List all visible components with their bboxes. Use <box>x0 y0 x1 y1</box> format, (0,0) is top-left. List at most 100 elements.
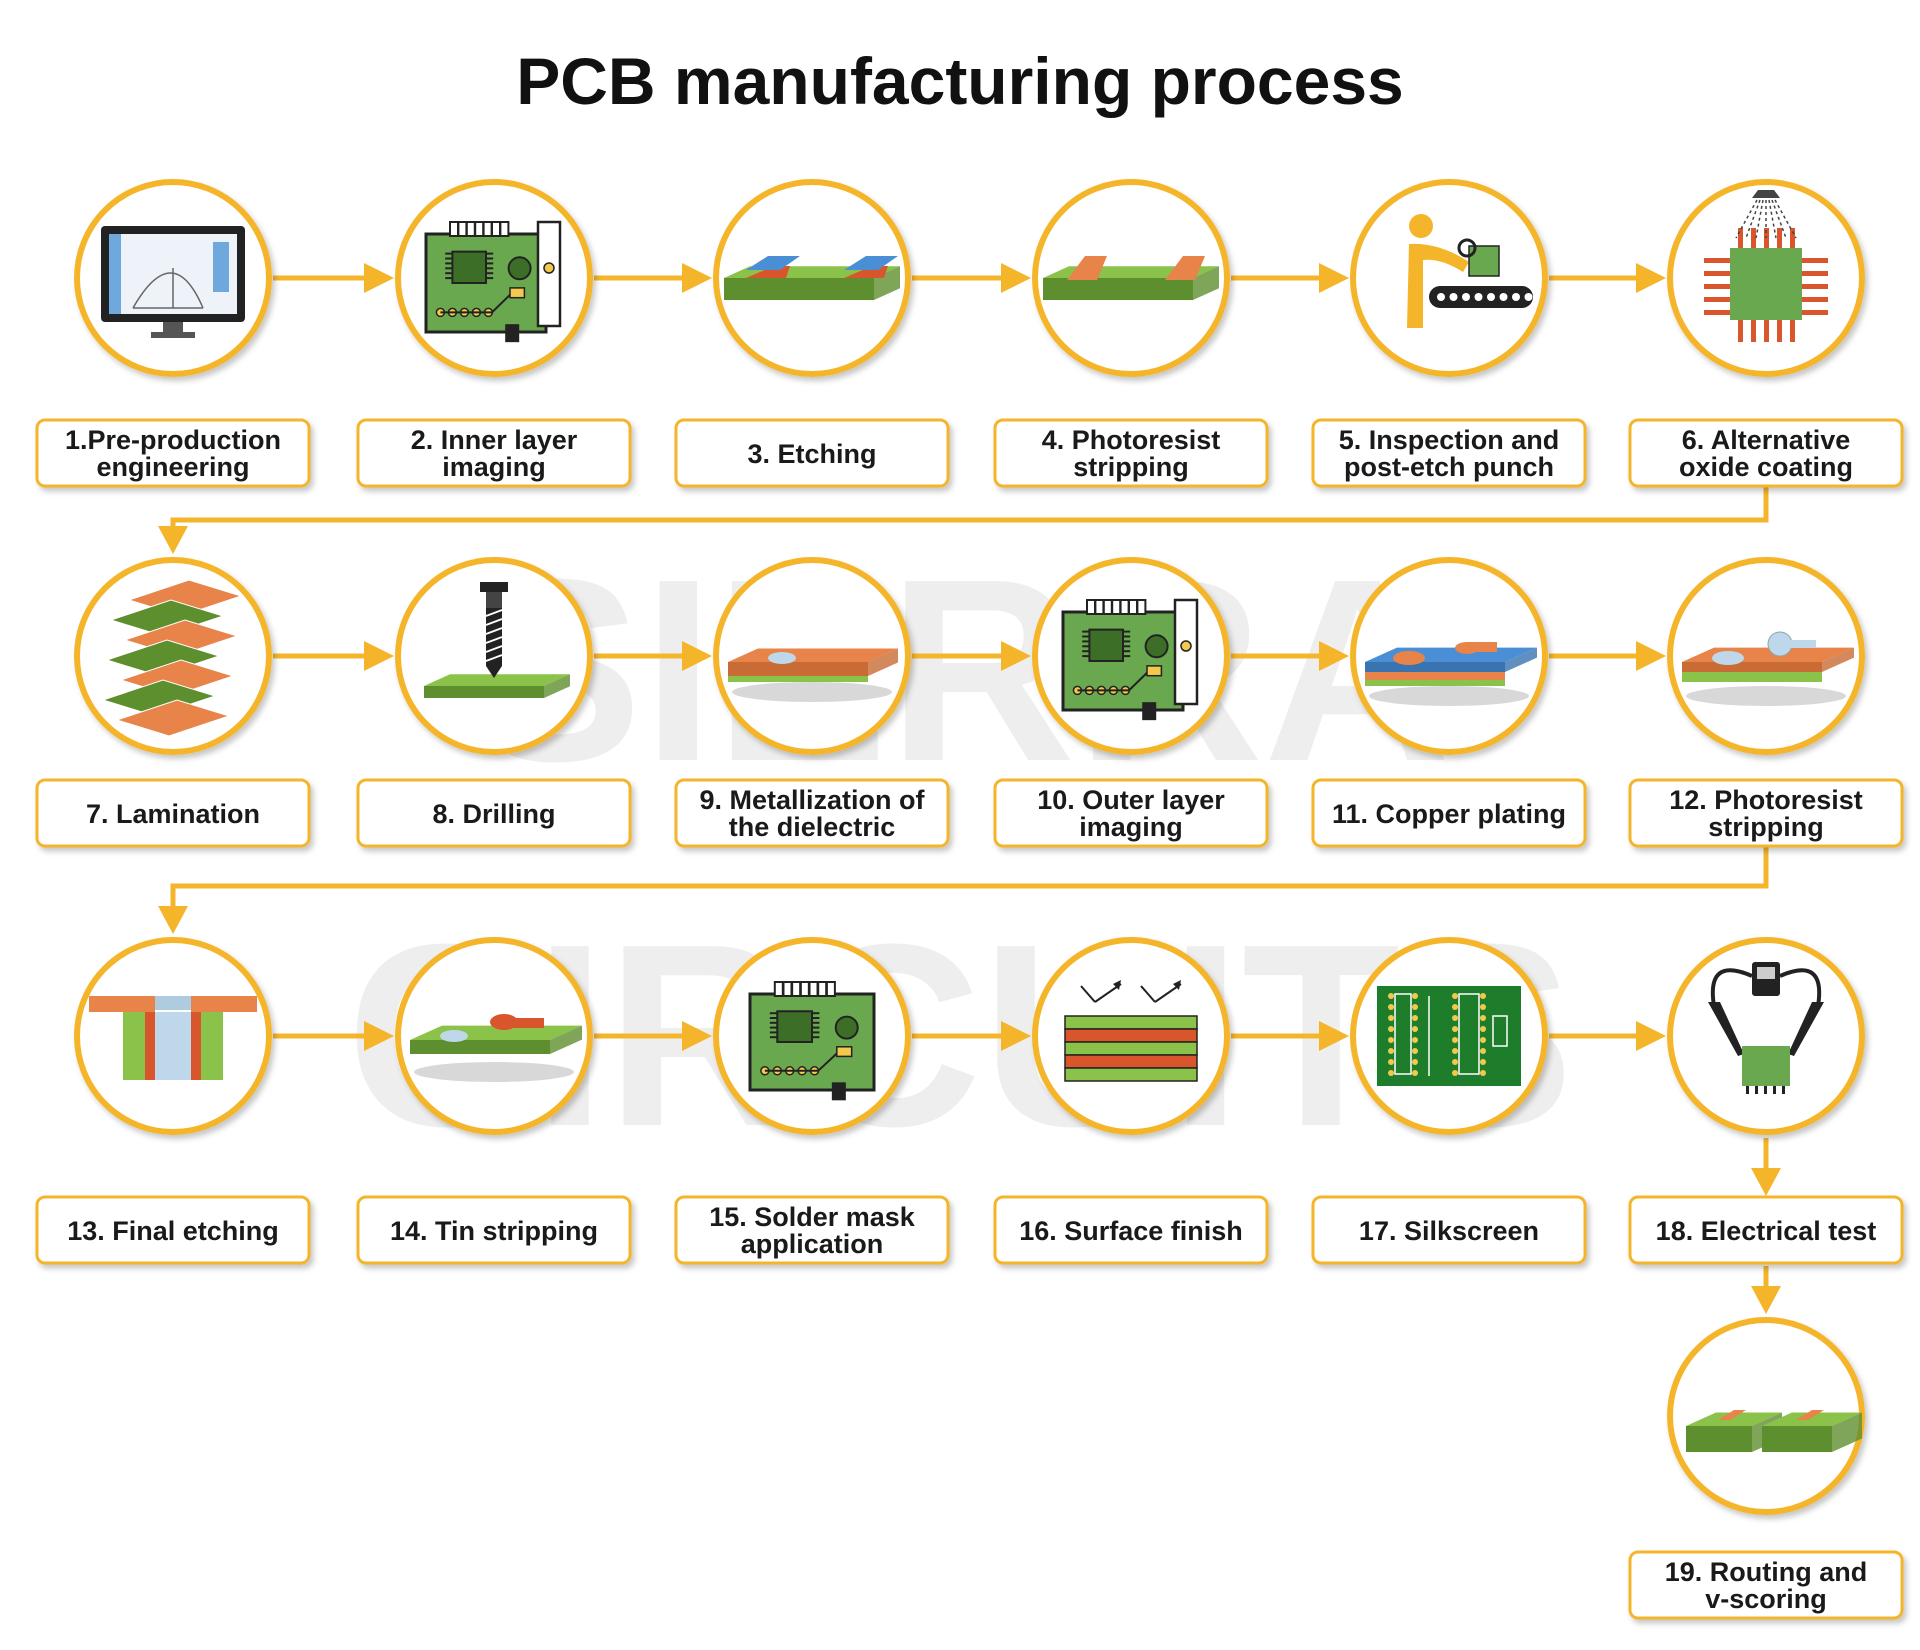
step-label-line: 6. Alternative <box>1682 425 1851 455</box>
arrowhead-5 <box>1636 263 1666 293</box>
step-14: 14. Tin stripping <box>356 937 632 1265</box>
arrowhead-12 <box>682 1021 712 1051</box>
pad-board-icon <box>1682 631 1854 706</box>
circuit-board-icon <box>1061 598 1199 721</box>
step-label-box <box>1311 1195 1587 1265</box>
step-label-line: 3. Etching <box>747 439 876 469</box>
step-label-line: engineering <box>96 452 249 482</box>
step-18: 18. Electrical test <box>1628 937 1904 1265</box>
step-label: 13. Final etching <box>67 1216 279 1246</box>
arrowhead-19 <box>1751 1286 1781 1314</box>
step-label-box <box>35 778 311 848</box>
etching-icon <box>724 256 900 300</box>
step-label-line: 13. Final etching <box>67 1216 279 1246</box>
step-label: 3. Etching <box>747 439 876 469</box>
step-label: 17. Silkscreen <box>1359 1216 1539 1246</box>
photoresist-stripping-icon <box>1043 256 1219 300</box>
step-label-box <box>993 1195 1269 1265</box>
step-label-box <box>356 778 632 848</box>
arrowhead-7 <box>682 641 712 671</box>
step-circle <box>1350 179 1548 377</box>
step-label-box <box>1628 1195 1904 1265</box>
step-label-box <box>674 778 950 848</box>
connector-wrap-16 <box>170 486 1769 530</box>
step-17: 17. Silkscreen <box>1311 937 1587 1265</box>
arrowhead-2 <box>682 263 712 293</box>
step-label-line: 15. Solder mask <box>709 1202 916 1232</box>
step-label-line: 5. Inspection and <box>1339 425 1560 455</box>
test-probes-icon <box>1708 962 1824 1094</box>
step-label-line: 4. Photoresist <box>1042 425 1221 455</box>
step-label-box <box>993 778 1269 848</box>
step-label-box <box>1628 778 1904 848</box>
connector-wrap-17 <box>170 846 1769 910</box>
step-label-line: oxide coating <box>1679 452 1853 482</box>
metallized-board-icon <box>728 648 898 702</box>
surface-layers-icon <box>1064 980 1198 1082</box>
step-label-line: 8. Drilling <box>432 799 555 829</box>
step-circle <box>1667 937 1865 1135</box>
step-label-box <box>1628 1550 1904 1620</box>
step-label: 18. Electrical test <box>1656 1216 1877 1246</box>
watermark-line-1: SIERRA <box>469 526 1451 816</box>
v-score-icon <box>1686 1410 1862 1452</box>
step-label: 7. Lamination <box>86 799 260 829</box>
page-title: PCB manufacturing process <box>516 44 1404 118</box>
step-label-line: imaging <box>442 452 546 482</box>
step-label-line: stripping <box>1073 452 1189 482</box>
step-label-line: v-scoring <box>1705 1584 1827 1614</box>
tin-stripping-icon <box>410 1014 582 1082</box>
arrowhead-4 <box>1319 263 1349 293</box>
step-label-line: imaging <box>1079 812 1183 842</box>
step-13: 13. Final etching <box>35 937 311 1265</box>
monitor-icon <box>101 226 245 338</box>
step-label: 8. Drilling <box>432 799 555 829</box>
step-label-line: 1.Pre-production <box>65 425 281 455</box>
layer-stack-icon <box>101 579 243 737</box>
copper-plating-icon <box>1365 642 1537 706</box>
step-label-line: stripping <box>1708 812 1824 842</box>
step-label-line: 18. Electrical test <box>1656 1216 1877 1246</box>
step-7: 7. Lamination <box>35 557 311 848</box>
step-label-line: application <box>741 1229 884 1259</box>
arrowhead-3 <box>1001 263 1031 293</box>
oxide-shower-icon <box>1704 190 1828 342</box>
arrowhead-wrap-17 <box>158 906 188 934</box>
inspection-worker-icon <box>1407 214 1533 328</box>
step-label-line: the dielectric <box>729 812 896 842</box>
step-label-line: 16. Surface finish <box>1019 1216 1243 1246</box>
step-label-box <box>1311 418 1587 488</box>
arrowhead-14 <box>1319 1021 1349 1051</box>
step-label-line: 2. Inner layer <box>411 425 578 455</box>
step-label-box <box>674 418 950 488</box>
arrowhead-15 <box>1636 1021 1666 1051</box>
step-label: 14. Tin stripping <box>390 1216 598 1246</box>
step-label-line: 14. Tin stripping <box>390 1216 598 1246</box>
step-label-box <box>356 418 632 488</box>
step-label-box <box>35 418 311 488</box>
arrowhead-13 <box>1001 1021 1031 1051</box>
step-label-box <box>993 418 1269 488</box>
step-16: 16. Surface finish <box>993 937 1269 1265</box>
step-label-line: 10. Outer layer <box>1037 785 1225 815</box>
silkscreen-board-icon <box>1377 986 1521 1086</box>
solder-mask-board-icon <box>748 981 876 1101</box>
arrowhead-10 <box>1636 641 1666 671</box>
step-label-line: post-etch punch <box>1344 452 1554 482</box>
